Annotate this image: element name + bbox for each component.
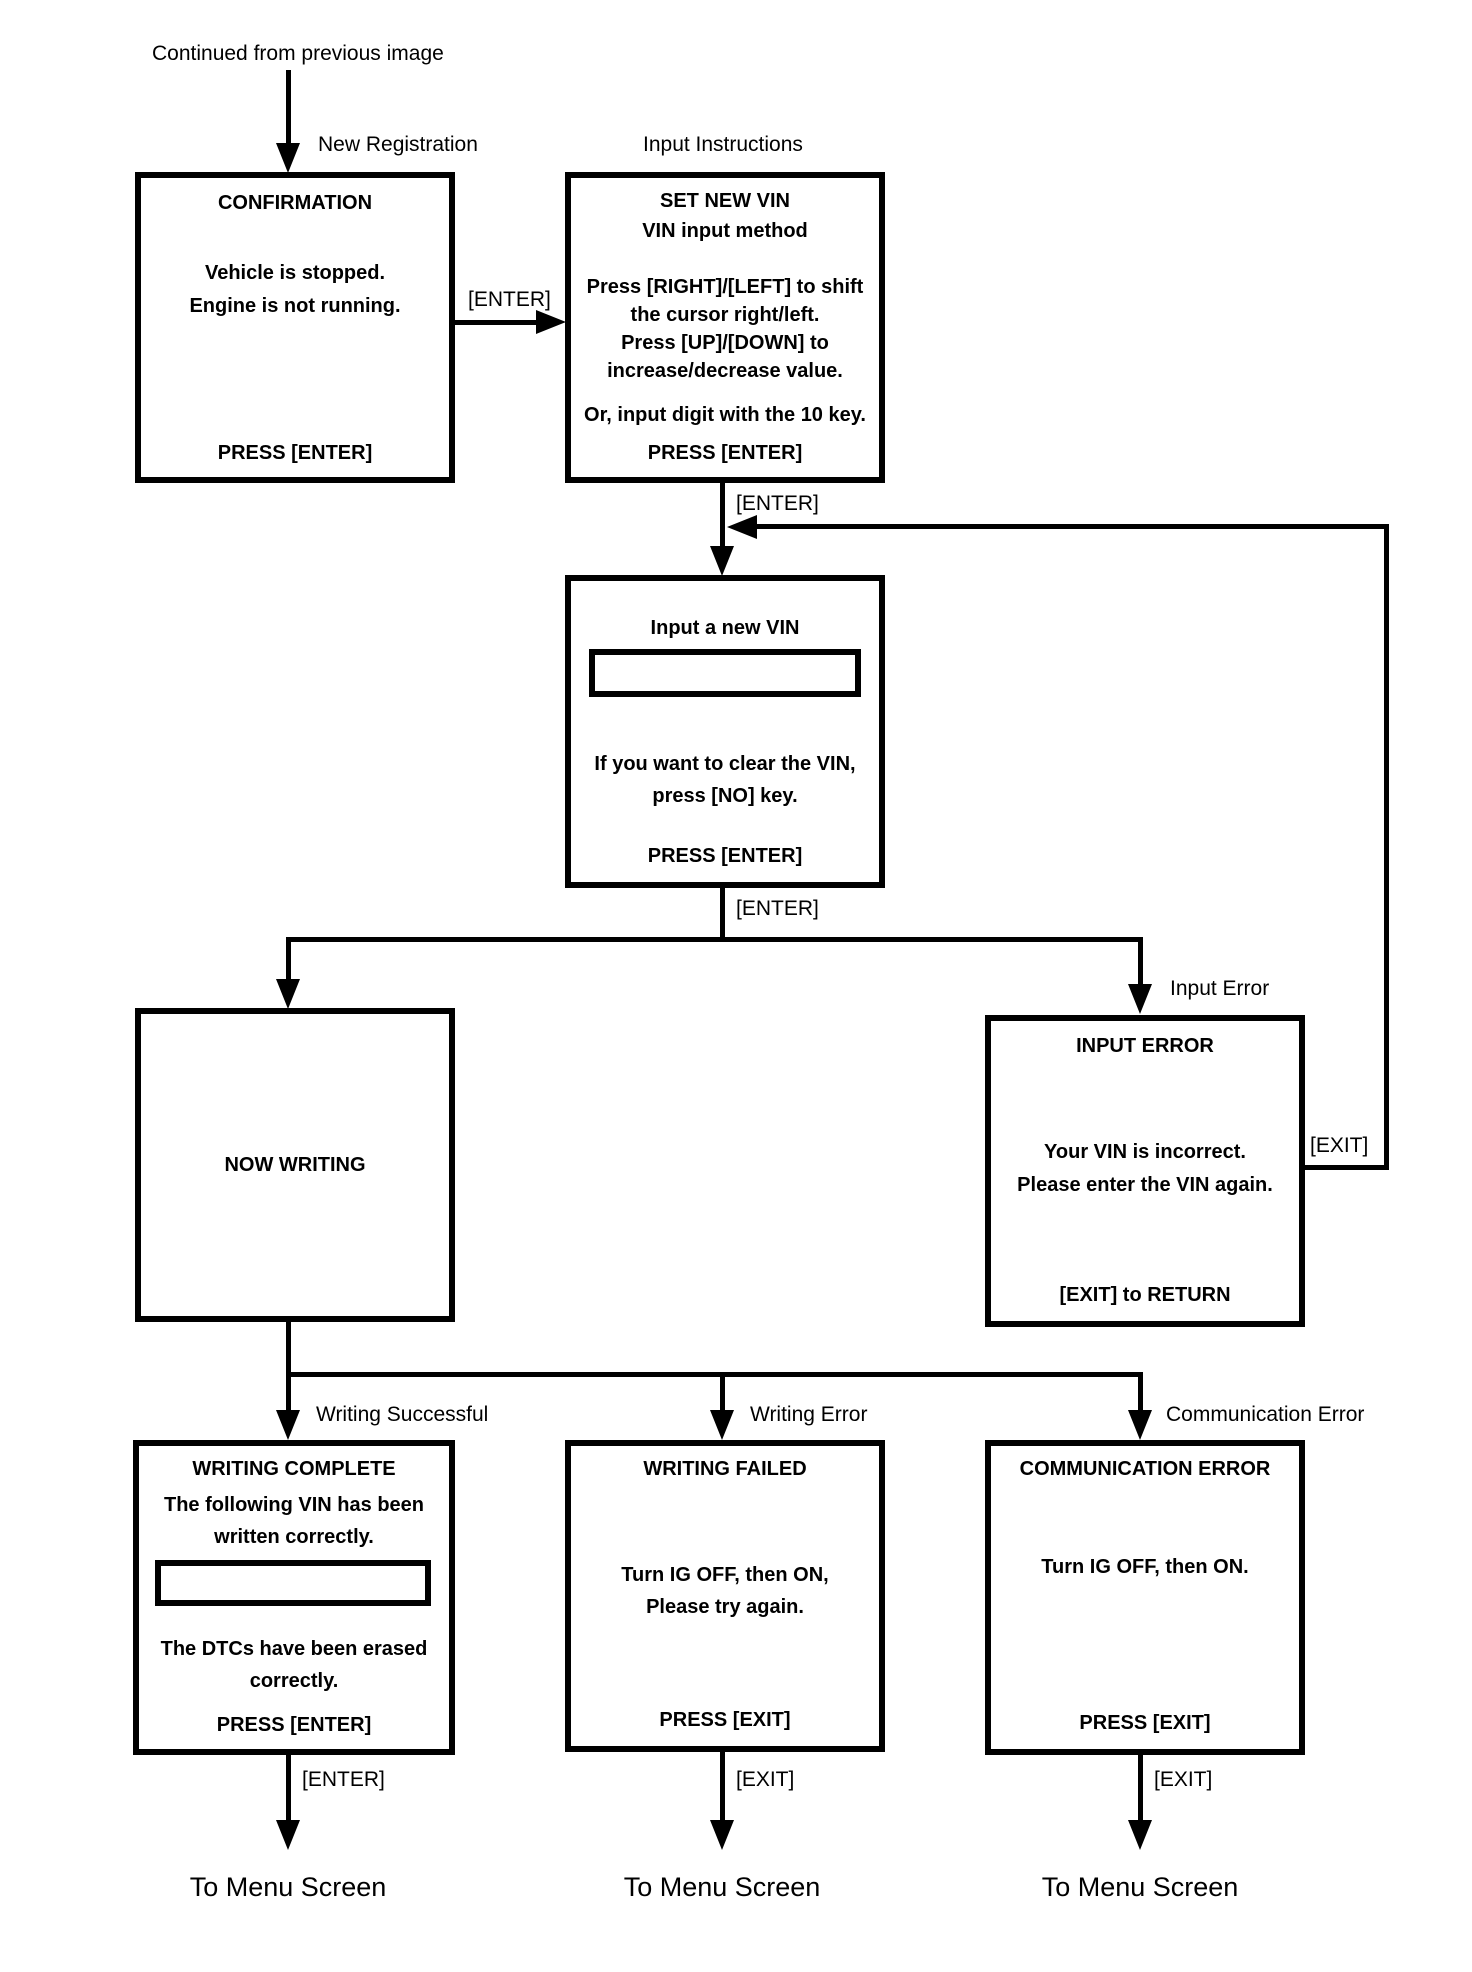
edge-label-input-error: Input Error <box>1170 977 1270 1000</box>
flow-line <box>286 70 291 146</box>
box-text-line: Turn IG OFF, then ON, <box>621 1564 829 1586</box>
branch-line <box>286 1372 1143 1377</box>
return-loop-line <box>1305 1165 1389 1170</box>
box-text-line: Your VIN is incorrect. <box>1044 1141 1246 1163</box>
arrow-down-icon <box>276 1410 300 1440</box>
flow-line <box>286 940 291 980</box>
confirmation-screen-box: CONFIRMATION Vehicle is stopped. Engine … <box>135 172 455 483</box>
edge-label-communication-error: Communication Error <box>1166 1403 1365 1426</box>
box-text-line: correctly. <box>249 1670 339 1692</box>
box-footer: PRESS [EXIT] <box>1079 1712 1211 1734</box>
edge-label-writing-error: Writing Error <box>750 1403 868 1426</box>
box-text-line: the cursor right/left. <box>630 304 820 326</box>
edge-label-exit: [EXIT] <box>1154 1768 1213 1791</box>
box-footer: [EXIT] to RETURN <box>1059 1284 1231 1306</box>
arrow-down-icon <box>1128 984 1152 1014</box>
box-text-line: Please enter the VIN again. <box>1017 1174 1273 1196</box>
box-title: SET NEW VIN <box>659 190 790 212</box>
box-footer: PRESS [ENTER] <box>647 442 803 464</box>
flow-line <box>1138 940 1143 985</box>
edge-label-new-registration: New Registration <box>318 133 478 156</box>
vin-display-field <box>155 1560 431 1606</box>
edge-label-enter: [ENTER] <box>736 492 819 515</box>
flow-line <box>455 320 537 325</box>
to-menu-screen-label: To Menu Screen <box>623 1872 821 1902</box>
flow-line <box>720 888 725 940</box>
box-title: CONFIRMATION <box>217 192 373 214</box>
arrow-down-icon <box>276 979 300 1009</box>
box-title: COMMUNICATION ERROR <box>1019 1458 1271 1480</box>
vin-entry-field <box>589 649 861 697</box>
box-text-line: Press [RIGHT]/[LEFT] to shift <box>586 276 864 298</box>
box-text-line: Engine is not running. <box>189 295 401 317</box>
to-menu-screen-label: To Menu Screen <box>189 1872 387 1902</box>
arrow-down-icon <box>710 546 734 576</box>
box-footer: PRESS [EXIT] <box>659 1709 791 1731</box>
box-text-line: The following VIN has been <box>163 1494 425 1516</box>
edge-label-writing-successful: Writing Successful <box>316 1403 489 1426</box>
box-text-line: press [NO] key. <box>652 785 798 807</box>
box-title: WRITING COMPLETE <box>192 1458 396 1480</box>
arrow-down-icon <box>710 1410 734 1440</box>
arrow-right-icon <box>536 310 566 334</box>
now-writing-screen-box: NOW WRITING <box>135 1008 455 1322</box>
box-text-line: Or, input digit with the 10 key. <box>584 404 866 426</box>
edge-label-enter: [ENTER] <box>736 897 819 920</box>
edge-label-exit: [EXIT] <box>1310 1134 1369 1157</box>
writing-complete-screen-box: WRITING COMPLETE The following VIN has b… <box>133 1440 455 1755</box>
set-new-vin-screen-box: SET NEW VIN VIN input method Press [RIGH… <box>565 172 885 483</box>
communication-error-screen-box: COMMUNICATION ERROR Turn IG OFF, then ON… <box>985 1440 1305 1755</box>
box-title: INPUT ERROR <box>1076 1035 1214 1057</box>
arrow-down-icon <box>1128 1820 1152 1850</box>
flow-line <box>720 1752 725 1821</box>
flow-line <box>286 1375 291 1411</box>
edge-label-exit: [EXIT] <box>736 1768 795 1791</box>
box-footer: PRESS [ENTER] <box>216 1714 372 1736</box>
flow-line <box>286 1322 291 1375</box>
box-text-line: Press [UP]/[DOWN] to <box>621 332 829 354</box>
arrow-down-icon <box>710 1820 734 1850</box>
to-menu-screen-label: To Menu Screen <box>1041 1872 1239 1902</box>
box-title: Input a new VIN <box>650 617 800 639</box>
arrow-down-icon <box>276 143 300 173</box>
flow-line <box>720 1375 725 1411</box>
flow-line <box>1138 1375 1143 1411</box>
branch-line <box>286 937 1143 942</box>
arrow-left-icon <box>727 515 757 539</box>
edge-label-enter: [ENTER] <box>302 1768 385 1791</box>
box-text-line: Please try again. <box>646 1596 804 1618</box>
flow-line <box>1138 1755 1143 1821</box>
return-loop-line <box>1384 524 1389 1170</box>
return-loop-line <box>755 524 1389 529</box>
flow-line <box>720 483 725 547</box>
box-text-line: Turn IG OFF, then ON. <box>1041 1556 1249 1578</box>
box-text-line: The DTCs have been erased <box>160 1638 428 1660</box>
input-error-screen-box: INPUT ERROR Your VIN is incorrect. Pleas… <box>985 1015 1305 1327</box>
box-title: WRITING FAILED <box>643 1458 807 1480</box>
input-new-vin-screen-box: Input a new VIN If you want to clear the… <box>565 575 885 888</box>
flow-line <box>286 1755 291 1821</box>
edge-label-input-instructions: Input Instructions <box>643 133 803 156</box>
continued-from-previous-label: Continued from previous image <box>152 42 444 65</box>
box-text-line: written correctly. <box>214 1526 374 1548</box>
box-text-line: increase/decrease value. <box>607 360 843 382</box>
box-subtitle: VIN input method <box>642 220 808 242</box>
edge-label-enter: [ENTER] <box>468 288 551 311</box>
box-footer: PRESS [ENTER] <box>647 845 803 867</box>
box-text-line: If you want to clear the VIN, <box>594 753 856 775</box>
box-footer: PRESS [ENTER] <box>217 442 373 464</box>
writing-failed-screen-box: WRITING FAILED Turn IG OFF, then ON, Ple… <box>565 1440 885 1752</box>
arrow-down-icon <box>1128 1410 1152 1440</box>
arrow-down-icon <box>276 1820 300 1850</box>
box-title: NOW WRITING <box>224 1153 366 1176</box>
box-text-line: Vehicle is stopped. <box>204 262 386 284</box>
